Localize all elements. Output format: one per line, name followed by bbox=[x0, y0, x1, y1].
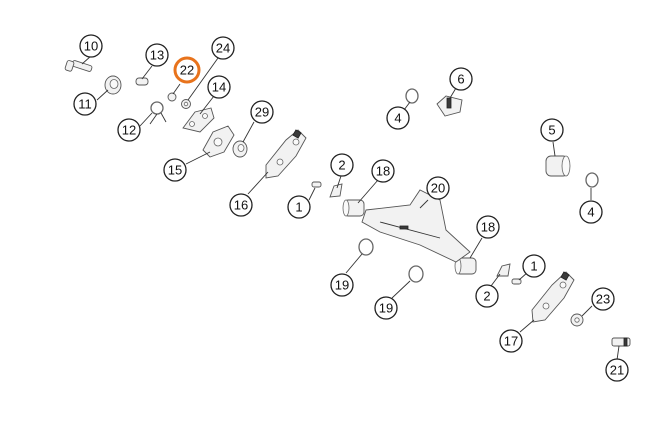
svg-text:21: 21 bbox=[610, 363, 624, 378]
svg-text:13: 13 bbox=[150, 48, 164, 63]
part-5-cylinder bbox=[545, 155, 571, 177]
part-1-bolt-b bbox=[511, 278, 522, 285]
svg-text:1: 1 bbox=[530, 259, 537, 274]
svg-text:4: 4 bbox=[587, 205, 594, 220]
parts-drawings bbox=[64, 60, 631, 347]
svg-text:4: 4 bbox=[394, 111, 401, 126]
callout-21[interactable]: 21 bbox=[605, 358, 629, 382]
callout-2-b[interactable]: 2 bbox=[475, 284, 499, 308]
part-20-main-body bbox=[361, 189, 471, 263]
svg-text:29: 29 bbox=[255, 105, 269, 120]
callout-22[interactable]: 22 bbox=[173, 56, 201, 84]
part-18-bushing-a bbox=[342, 199, 365, 217]
callout-6[interactable]: 6 bbox=[449, 67, 473, 91]
svg-text:23: 23 bbox=[596, 292, 610, 307]
part-4-ring-b bbox=[585, 172, 599, 188]
callout-20[interactable]: 20 bbox=[426, 176, 450, 200]
svg-text:19: 19 bbox=[335, 278, 349, 293]
svg-text:15: 15 bbox=[168, 163, 182, 178]
svg-text:6: 6 bbox=[457, 72, 464, 87]
part-23-washer bbox=[570, 313, 584, 327]
svg-text:24: 24 bbox=[216, 41, 230, 56]
part-19-oring-b bbox=[408, 265, 424, 283]
svg-text:5: 5 bbox=[548, 123, 555, 138]
svg-text:14: 14 bbox=[212, 80, 226, 95]
part-1-bolt-a bbox=[311, 181, 322, 188]
callout-1-b[interactable]: 1 bbox=[522, 254, 546, 278]
leader-lines bbox=[81, 55, 620, 361]
callout-4-a[interactable]: 4 bbox=[386, 106, 410, 130]
callout-14[interactable]: 14 bbox=[207, 75, 231, 99]
callout-4-b[interactable]: 4 bbox=[579, 200, 603, 224]
svg-text:18: 18 bbox=[481, 220, 495, 235]
svg-text:20: 20 bbox=[431, 181, 445, 196]
svg-text:2: 2 bbox=[338, 158, 345, 173]
part-2-clip-a bbox=[329, 183, 343, 198]
part-17-arm bbox=[531, 271, 575, 323]
svg-text:10: 10 bbox=[84, 39, 98, 54]
callout-19-a[interactable]: 19 bbox=[330, 273, 354, 297]
callout-29[interactable]: 29 bbox=[250, 100, 274, 124]
svg-text:2: 2 bbox=[483, 289, 490, 304]
part-24-washer bbox=[181, 99, 191, 109]
callout-24[interactable]: 24 bbox=[211, 36, 235, 60]
svg-text:1: 1 bbox=[295, 200, 302, 215]
part-6-bracket bbox=[436, 95, 463, 117]
part-13-pin bbox=[135, 77, 149, 86]
callout-12[interactable]: 12 bbox=[117, 118, 141, 142]
part-22-bushing bbox=[167, 92, 177, 102]
part-11-knob bbox=[104, 75, 122, 95]
part-12-spring bbox=[149, 101, 167, 125]
callout-18-b[interactable]: 18 bbox=[476, 215, 500, 239]
part-16-arm bbox=[265, 129, 307, 179]
callout-18-a[interactable]: 18 bbox=[371, 159, 395, 183]
part-2-clip-b bbox=[496, 263, 511, 277]
part-19-oring-a bbox=[358, 238, 374, 256]
svg-text:22: 22 bbox=[180, 63, 194, 78]
callouts: 10 13 22 24 11 14 12 29 bbox=[73, 34, 629, 382]
callout-1-a[interactable]: 1 bbox=[287, 195, 311, 219]
svg-text:11: 11 bbox=[78, 97, 92, 112]
svg-text:18: 18 bbox=[376, 164, 390, 179]
callout-2-a[interactable]: 2 bbox=[330, 153, 354, 177]
part-21-screw bbox=[611, 337, 631, 347]
part-29-cap bbox=[232, 140, 248, 158]
callout-10[interactable]: 10 bbox=[79, 34, 103, 58]
svg-text:19: 19 bbox=[379, 301, 393, 316]
part-4-ring-a bbox=[405, 88, 419, 104]
callout-11[interactable]: 11 bbox=[73, 92, 97, 116]
callout-15[interactable]: 15 bbox=[163, 158, 187, 182]
svg-text:17: 17 bbox=[504, 334, 518, 349]
callout-19-b[interactable]: 19 bbox=[374, 296, 398, 320]
svg-text:16: 16 bbox=[234, 198, 248, 213]
callout-13[interactable]: 13 bbox=[145, 43, 169, 67]
callout-23[interactable]: 23 bbox=[591, 287, 615, 311]
callout-5[interactable]: 5 bbox=[540, 118, 564, 142]
part-15-bracket bbox=[202, 125, 235, 158]
part-10-bolt bbox=[64, 60, 93, 72]
svg-text:12: 12 bbox=[122, 123, 136, 138]
part-14-plate bbox=[182, 107, 215, 133]
callout-16[interactable]: 16 bbox=[229, 193, 253, 217]
callout-17[interactable]: 17 bbox=[499, 329, 523, 353]
